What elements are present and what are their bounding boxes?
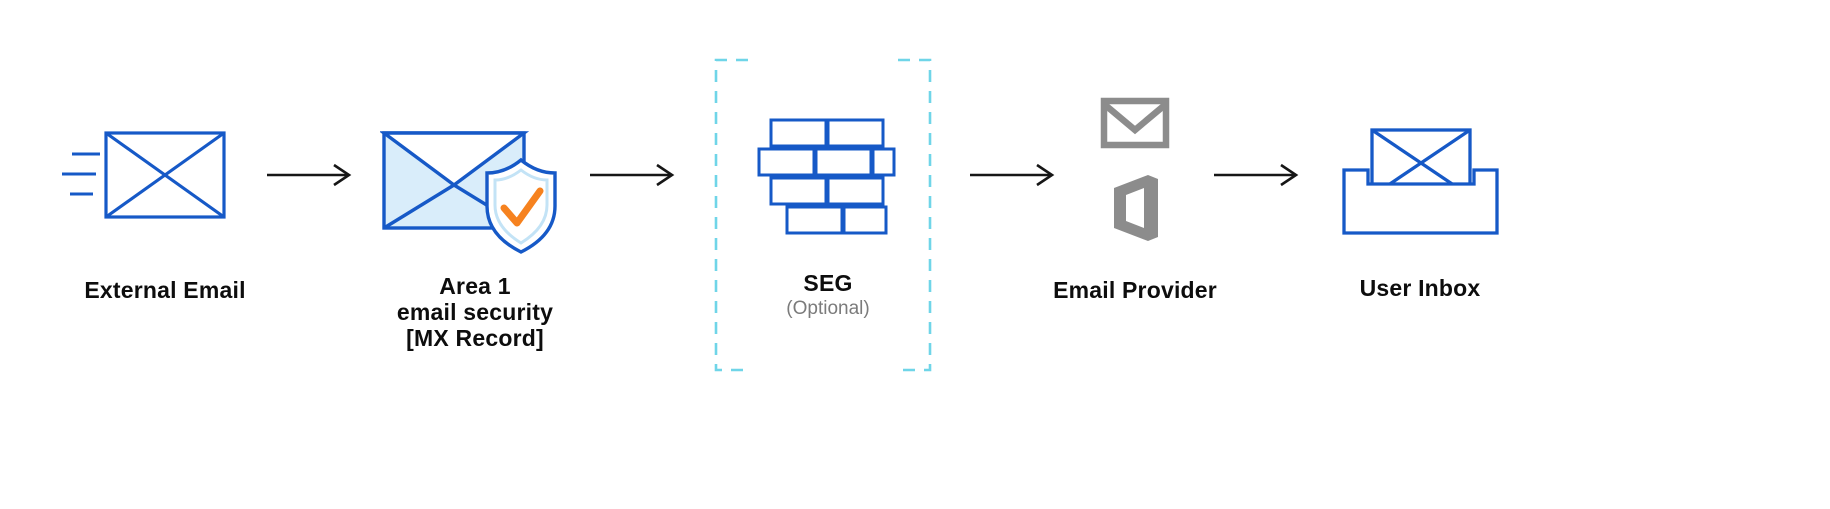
area1-label-line3: [MX Record] [406, 325, 544, 351]
envelope-icon [104, 131, 226, 219]
seg-label: SEG [803, 270, 853, 296]
area1-label-line2: email security [396, 299, 554, 325]
firewall-bricks-icon [757, 118, 896, 235]
tray-icon [1342, 168, 1499, 235]
user-inbox-label: User Inbox [1359, 275, 1481, 301]
seg-optional-sublabel: (Optional) [786, 298, 870, 319]
dashed-optional-brackets [714, 58, 932, 372]
incoming-envelope-icon [62, 131, 226, 219]
arrow-right-icon [970, 163, 1055, 187]
email-provider-label: Email Provider [1053, 277, 1217, 303]
arrow-right-icon [267, 163, 352, 187]
external-email-label: External Email [84, 277, 246, 303]
speed-lines-icon [62, 152, 100, 196]
inbox-tray-envelope-icon [1342, 128, 1499, 235]
gmail-icon [1100, 97, 1170, 149]
checkmark-icon [500, 187, 544, 227]
office-icon [1114, 175, 1158, 241]
shield-check-icon [485, 157, 557, 254]
area1-label-line1: Area 1 [439, 273, 511, 299]
arrow-right-icon [1214, 163, 1299, 187]
envelope-shield-check-icon [380, 131, 557, 254]
arrow-right-icon [590, 163, 675, 187]
